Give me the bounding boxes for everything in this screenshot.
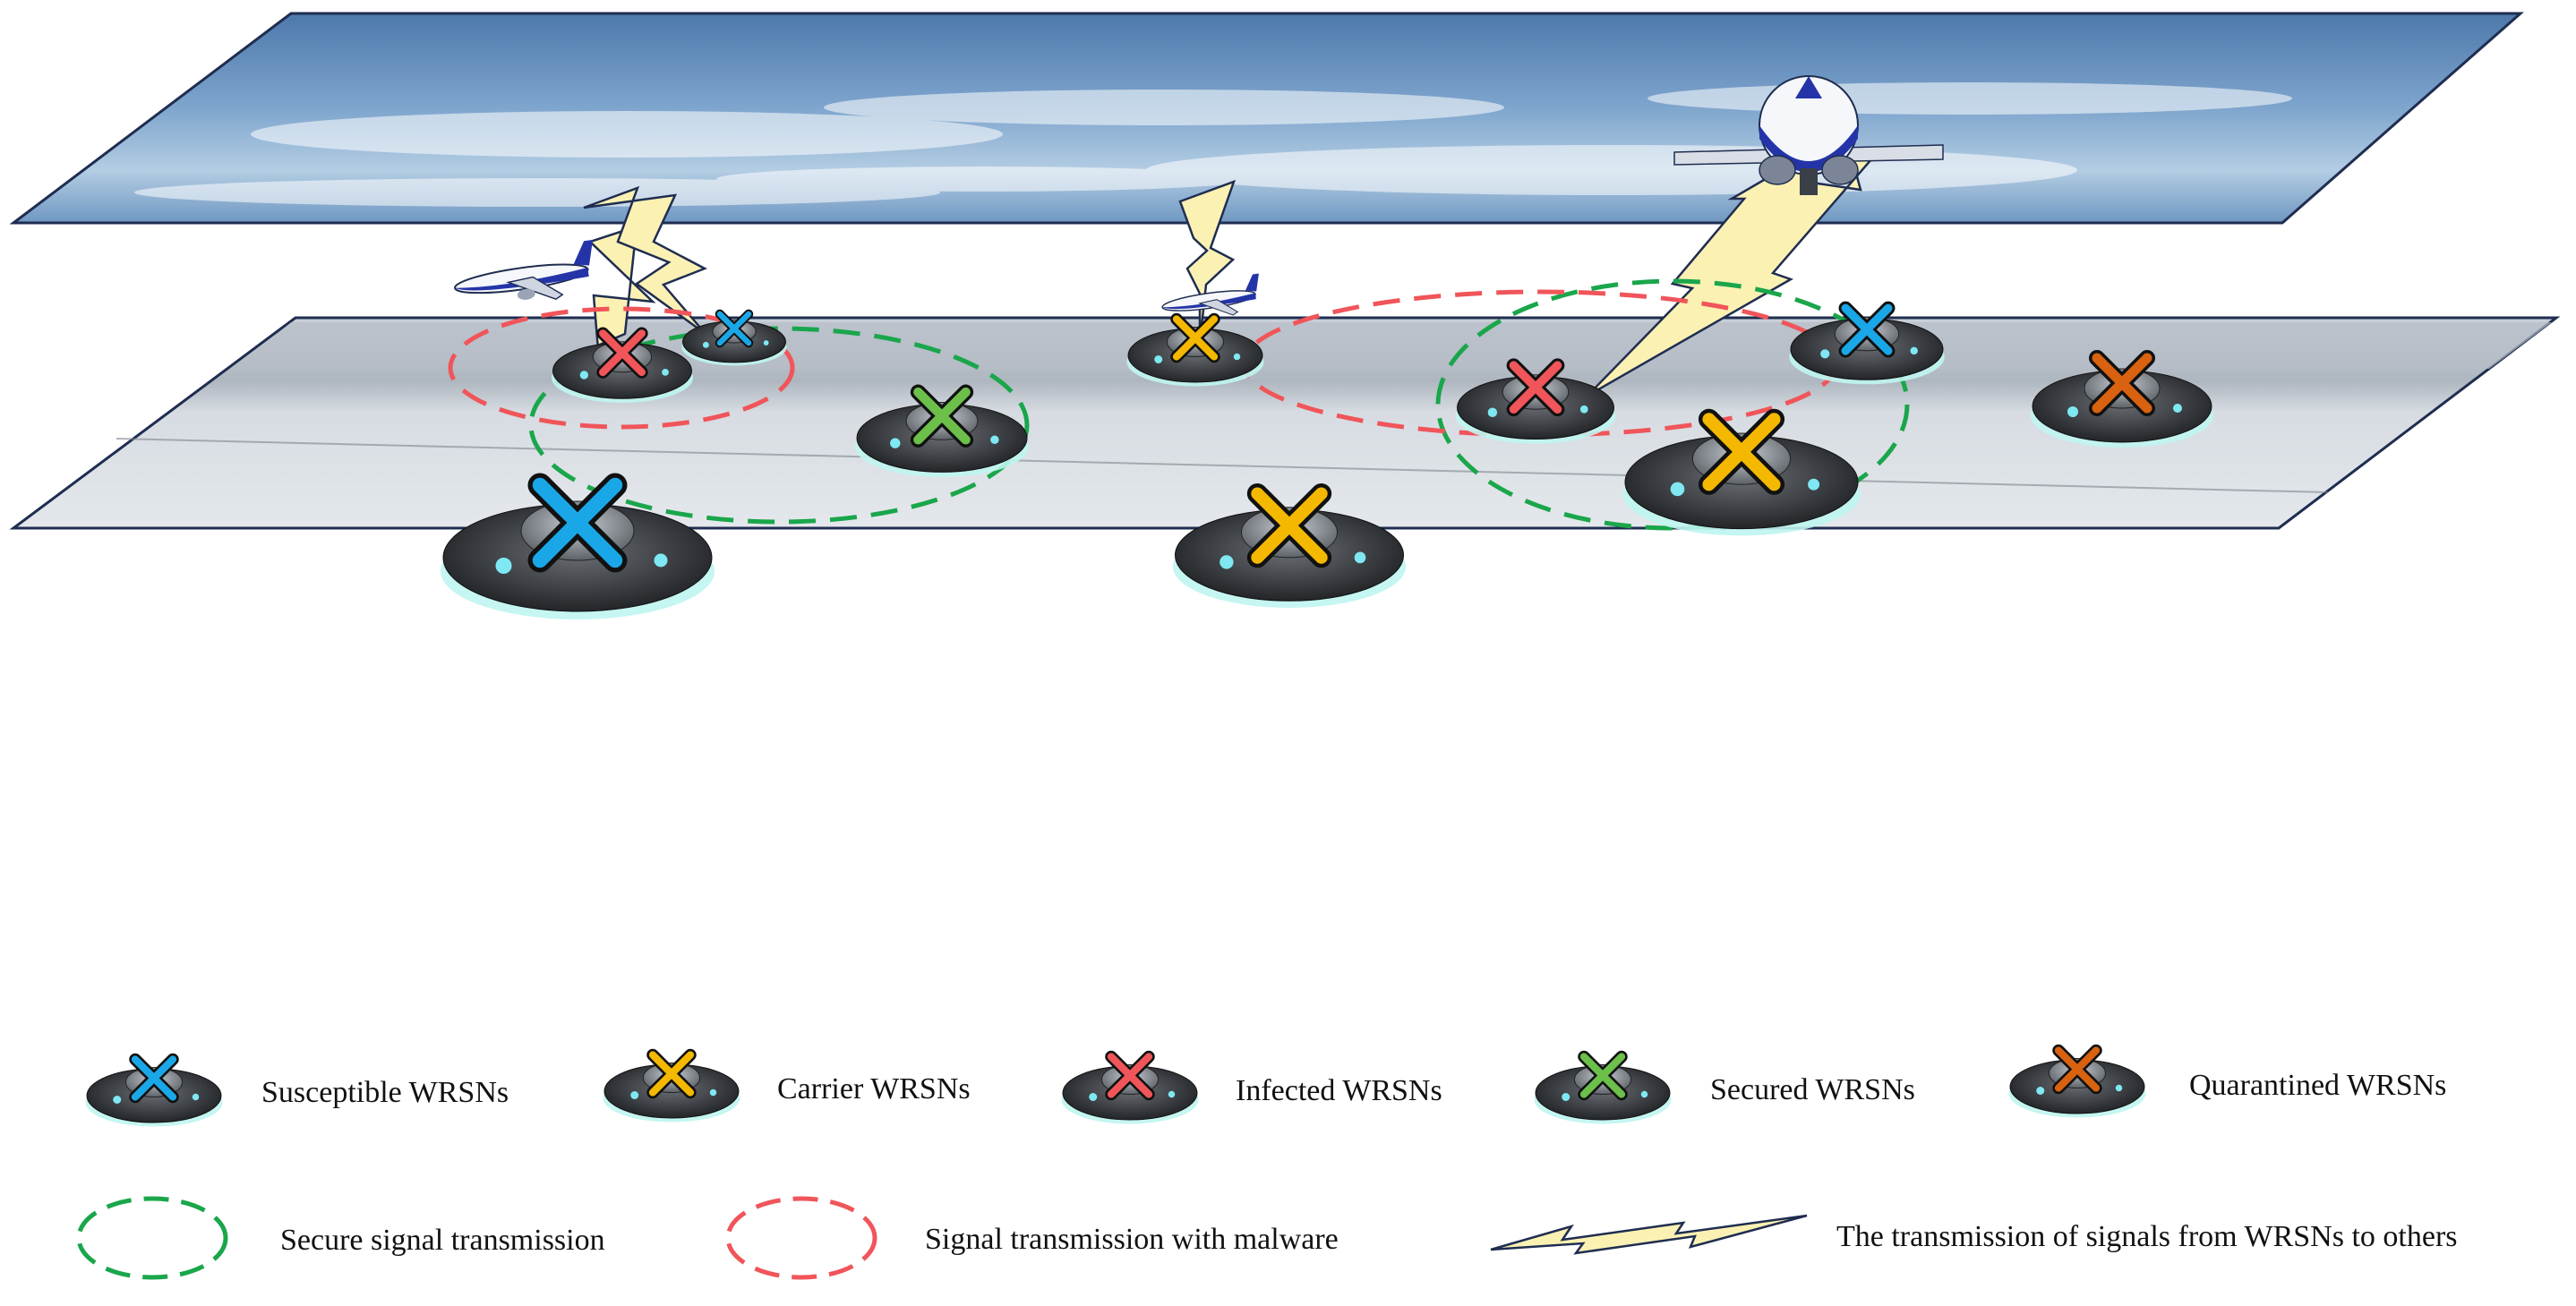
legend-secure-ring-sample: [76, 1196, 228, 1280]
node-infected-left: [551, 327, 694, 403]
node-infected-right: [1455, 358, 1616, 444]
secure-ring-right: [1435, 278, 1910, 531]
malware-ring-left: [448, 306, 795, 430]
node-infected-left-x-icon: [596, 327, 648, 379]
node-susceptible-top: [681, 309, 787, 366]
legend-icon-susceptible: [85, 1053, 223, 1127]
legend-label-quarantined: Quarantined WRSNs: [2189, 1069, 2447, 1102]
node-carrier-center-x-icon: [1246, 482, 1332, 568]
node-secured-center-x-icon: [910, 384, 974, 448]
legend-label-transmission: The transmission of signals from WRSNs t…: [1836, 1220, 2458, 1253]
airplane-middle-icon: [1161, 273, 1259, 316]
secure-rings: [528, 278, 1910, 531]
node-secured-center: [855, 384, 1029, 478]
legend-icon-secured-x-icon: [1578, 1050, 1628, 1101]
node-infected-right-x-icon: [1506, 358, 1565, 417]
legend-icon-quarantined-x-icon: [2052, 1044, 2102, 1095]
secure-ring-left: [528, 326, 1030, 525]
wrsn-nodes: [441, 301, 2213, 619]
node-susceptible-large: [441, 473, 715, 619]
node-quarantined-right: [2031, 350, 2213, 448]
node-carrier-top-x-icon: [1170, 312, 1220, 363]
legend-icons: [85, 1044, 2146, 1127]
legend-icon-infected-x-icon: [1105, 1050, 1155, 1101]
legend-icon-quarantined: [2008, 1044, 2146, 1118]
legend-icon-infected: [1061, 1050, 1199, 1124]
legend-label-susceptible: Susceptible WRSNs: [261, 1076, 509, 1109]
sky-plane: [9, 12, 2524, 225]
legend-icon-secured: [1534, 1050, 1672, 1124]
legend-label-infected: Infected WRSNs: [1236, 1074, 1442, 1107]
legend-label-secured: Secured WRSNs: [1710, 1073, 1915, 1106]
node-susceptible-right-x-icon: [1838, 301, 1896, 358]
node-carrier-right: [1622, 408, 1861, 536]
node-quarantined-right-x-icon: [2089, 350, 2155, 416]
legend-label-malware-signal: Signal transmission with malware: [925, 1223, 1339, 1256]
legend-icon-carrier: [603, 1048, 740, 1122]
node-susceptible-right: [1789, 301, 1945, 385]
node-susceptible-large-x-icon: [527, 473, 628, 573]
legend-icon-susceptible-x-icon: [129, 1053, 179, 1104]
node-susceptible-top-x-icon: [715, 309, 754, 348]
airplane-left-icon: [454, 239, 594, 301]
node-carrier-top: [1126, 312, 1264, 387]
legend-label-carrier: Carrier WRSNs: [777, 1072, 971, 1105]
legend-label-secure-signal: Secure signal transmission: [280, 1224, 605, 1257]
legend-icon-carrier-x-icon: [646, 1048, 697, 1099]
node-carrier-right-x-icon: [1698, 408, 1785, 495]
legend-malware-ring-sample: [725, 1196, 877, 1280]
airplane-right-icon: [1673, 75, 1944, 195]
legend-lightning-sample: [1490, 1214, 1808, 1255]
node-carrier-center: [1172, 482, 1407, 608]
